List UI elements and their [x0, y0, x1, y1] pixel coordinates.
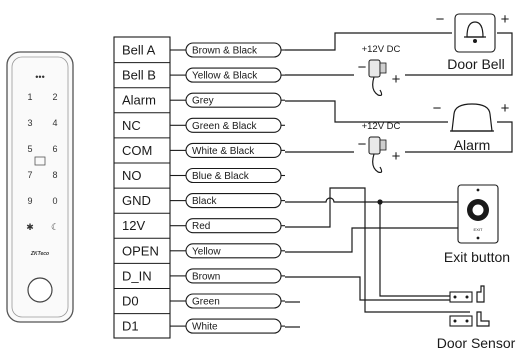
keypad-reader: ••• 1 2 3 4 5 6 7 8 9 0 ✱ ☾ ZKTeco [6, 51, 74, 323]
terminal-block [113, 36, 171, 339]
exit-button-text: EXIT [474, 227, 483, 232]
brand-logo: ZKTeco [30, 251, 49, 257]
wire-color-label: Blue & Black [192, 171, 250, 182]
terminal-row: OPEN Yellow [114, 237, 285, 259]
keypad-key: 4 [52, 118, 57, 128]
alarm-psu-plus: + [392, 148, 401, 165]
terminal-label: D1 [122, 319, 139, 334]
terminal-row: D1 White [114, 313, 285, 334]
terminal-label: OPEN [122, 243, 159, 258]
bell-psu-plus: + [392, 71, 401, 88]
wire-color-label: Black [192, 196, 217, 207]
keypad-key: 5 [27, 144, 32, 154]
terminal-row: GND Black [114, 187, 285, 209]
door-bell-circuit: − + Door Bell +12V DC − + [285, 11, 513, 97]
keypad-key: 2 [52, 92, 57, 102]
keypad-key: 8 [52, 170, 57, 180]
keypad-key: 9 [27, 196, 32, 206]
terminal-row: COM White & Black [114, 137, 285, 158]
keypad-key: 1 [27, 92, 32, 102]
alarm-plus-sign: + [501, 100, 510, 117]
reader-button [27, 277, 53, 303]
bell-psu-minus: − [358, 59, 367, 76]
terminal-row: Bell A Brown & Black [122, 42, 285, 58]
door-sensor-device: Door Sensor [437, 285, 516, 351]
wire-color-label: Brown [192, 271, 220, 282]
terminal-label: GND [122, 193, 151, 208]
alarm-psu-adapter-icon [368, 136, 387, 174]
bell-psu-adapter-icon [368, 59, 387, 97]
wire-color-label: White [192, 322, 218, 333]
wire-color-label: Grey [192, 96, 214, 107]
alarm-circuit: − + Alarm +12V DC − + [285, 100, 513, 174]
door-sensor-label: Door Sensor [437, 335, 516, 351]
keypad-key: 6 [52, 144, 57, 154]
terminal-label: NO [122, 168, 142, 183]
wire-color-label: Green & Black [192, 121, 257, 132]
wire-color-label: Red [192, 221, 210, 232]
terminal-row: Alarm Grey [114, 87, 285, 108]
alarm-minus-sign: − [433, 100, 442, 117]
wire-color-label: Yellow [192, 246, 221, 257]
terminal-row: D_IN Brown [114, 262, 285, 284]
wire-color-label: White & Black [192, 146, 255, 157]
wire-color-label: Yellow & Black [192, 71, 258, 82]
wire-color-label: Green [192, 297, 220, 308]
keypad-key: ✱ [26, 222, 34, 232]
bell-plus-sign: + [501, 11, 510, 28]
exit-button-device: EXIT Exit button [444, 184, 510, 265]
terminal-row: NO Blue & Black [114, 162, 285, 184]
terminal-label: Alarm [122, 93, 156, 108]
alarm-siren-icon [451, 103, 493, 132]
alarm-psu-label: +12V DC [362, 121, 401, 132]
status-dots: ••• [35, 72, 44, 82]
alarm-label: Alarm [454, 137, 491, 153]
bell-minus-sign: − [436, 11, 445, 28]
terminal-label: D0 [122, 294, 139, 309]
alarm-psu-minus: − [358, 136, 367, 153]
bell-psu-label: +12V DC [362, 44, 401, 55]
terminal-label: Bell B [122, 68, 156, 83]
door-bell-label: Door Bell [447, 56, 505, 72]
exit-button-label: Exit button [444, 249, 510, 265]
terminal-label: NC [122, 118, 141, 133]
terminal-row: 12V Red [114, 212, 285, 234]
card-reader-icon [34, 156, 46, 166]
terminal-label: D_IN [122, 268, 152, 283]
terminal-label: 12V [122, 218, 145, 233]
exit-sensor-wiring [285, 187, 470, 328]
keypad-key: 0 [52, 196, 57, 206]
terminal-label: Bell A [122, 43, 156, 58]
keypad-key: ☾ [51, 222, 59, 232]
terminal-row: D0 Green [114, 288, 285, 309]
terminal-label: COM [122, 143, 152, 158]
terminal-row: NC Green & Black [114, 112, 285, 133]
keypad-key: 7 [27, 170, 32, 180]
junction-dot [377, 199, 383, 205]
terminal-row: Bell B Yellow & Black [114, 62, 285, 83]
keypad-key: 3 [27, 118, 32, 128]
wire-color-label: Brown & Black [192, 46, 258, 57]
bell-icon [466, 21, 484, 38]
